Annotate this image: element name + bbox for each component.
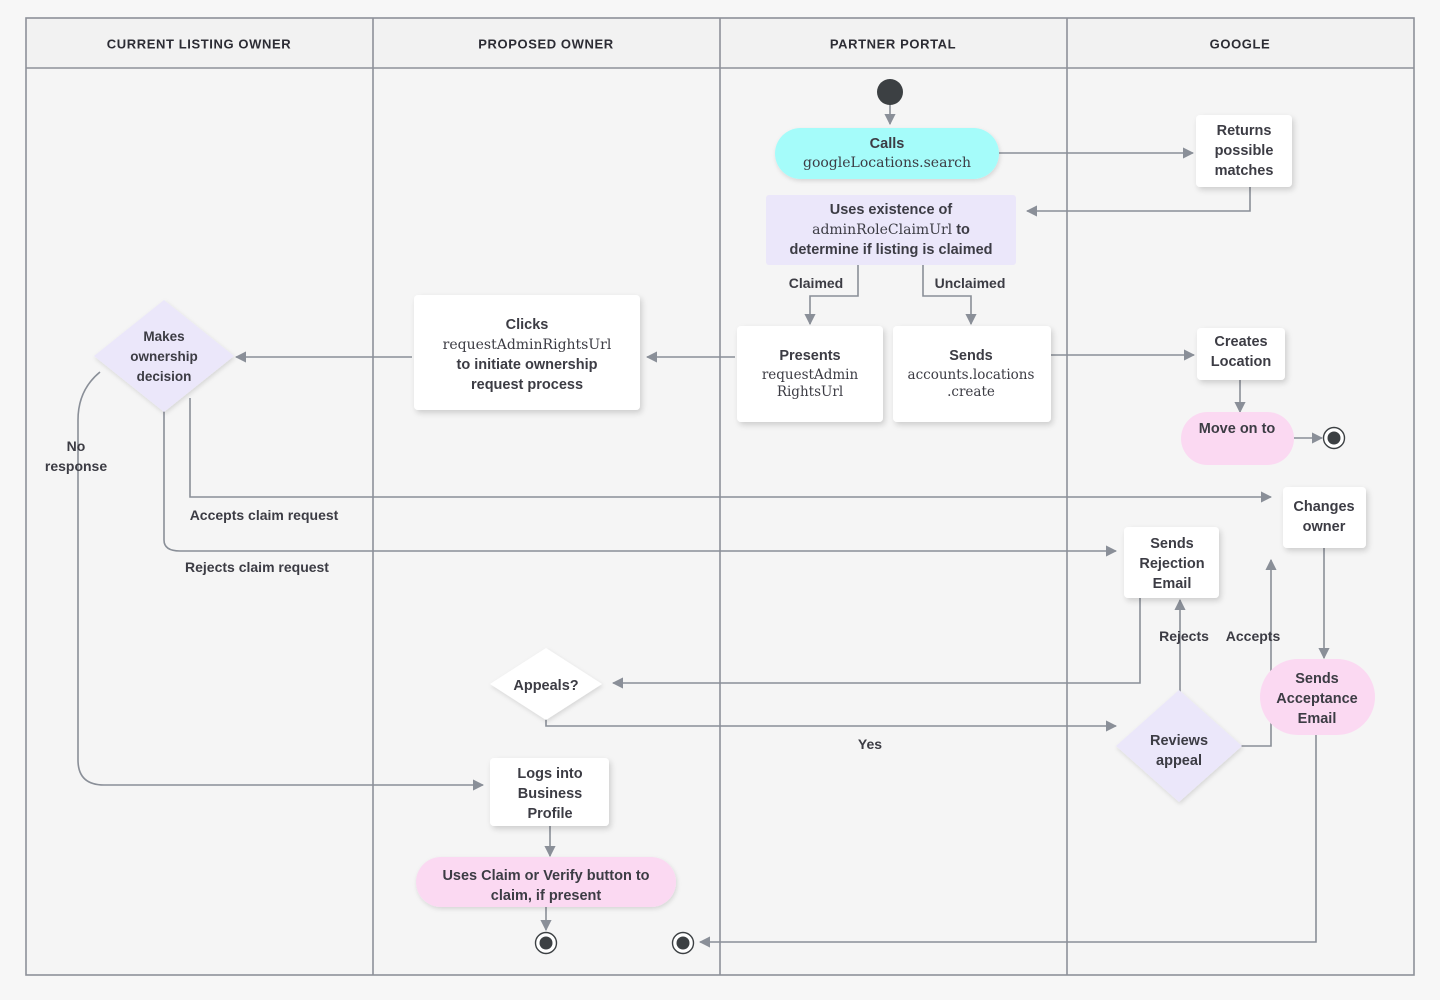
edge-label-claimed: Claimed [789, 275, 843, 291]
node-label: Appeals? [513, 678, 578, 694]
node-line-1: Creates [1214, 334, 1267, 350]
node-line-1: Uses Claim or Verify button to [442, 868, 649, 884]
node-line-2: adminRoleClaimUrl to [812, 222, 970, 238]
end-node-proposed-owner [534, 931, 558, 955]
node-line-1: Uses existence of [830, 202, 953, 218]
node-line-2: accounts.locations [908, 367, 1035, 383]
node-line-3: determine if listing is claimed [789, 242, 992, 258]
start-node [877, 79, 903, 105]
edge-decision-no-response [77, 371, 485, 791]
node-line-2: Business [518, 786, 582, 802]
lane-label: PARTNER PORTAL [830, 36, 956, 51]
node-line-2: Rejection [1139, 556, 1204, 572]
edge-label-accepts-claim: Accepts claim request [190, 507, 339, 523]
lane-header-proposed-owner: PROPOSED OWNER [478, 36, 614, 51]
edge-label-unclaimed: Unclaimed [935, 275, 1006, 291]
edge-decision-rejects [163, 398, 1118, 557]
node-sends-rejection-email[interactable]: Sends Rejection Email [1124, 527, 1219, 598]
node-line-2: googleLocations.search [803, 155, 971, 171]
node-line-1: Calls [870, 136, 905, 152]
lane-label: GOOGLE [1210, 36, 1271, 51]
node-uses-existence-adminroleclaimurl[interactable]: Uses existence of adminRoleClaimUrl to d… [766, 195, 1016, 265]
edge-acceptance-to-end [698, 735, 1317, 948]
node-sends-accounts-locations-create[interactable]: Sends accounts.locations .create [893, 326, 1051, 422]
node-line-2: claim, if present [491, 888, 602, 904]
node-line-1: Makes [143, 329, 184, 344]
node-line-3: matches [1215, 163, 1274, 179]
node-line-2: Location [1211, 354, 1271, 370]
node-line-3: Profile [527, 806, 572, 822]
node-line-1: Logs into [517, 766, 582, 782]
node-clicks-requestadminrightsurl[interactable]: Clicks requestAdminRightsUrl to initiate… [414, 295, 640, 410]
node-line-2: requestAdmin [762, 367, 859, 383]
node-line-1: Reviews [1150, 733, 1208, 749]
edge-labels: Claimed Unclaimed No response Accepts cl… [45, 275, 1281, 752]
node-creates-location[interactable]: Creates Location [1197, 328, 1285, 380]
node-line-2: possible [1215, 143, 1274, 159]
node-logs-into-business-profile[interactable]: Logs into Business Profile [490, 758, 609, 826]
node-calls-googlelocations-search[interactable]: Calls googleLocations.search [775, 128, 999, 179]
edge-label-rejects: Rejects [1159, 628, 1209, 644]
node-line-1: Sends [1150, 536, 1194, 552]
lane-header-current-listing-owner: CURRENT LISTING OWNER [107, 36, 291, 51]
node-appeals-decision[interactable]: Appeals? [490, 648, 602, 720]
edge-uses-claimed [804, 265, 859, 326]
edge-label-accepts: Accepts [1226, 628, 1281, 644]
edges [77, 104, 1330, 948]
edge-label-rejects-claim: Rejects claim request [185, 559, 329, 575]
node-line-3: to initiate ownership [457, 357, 598, 373]
node-line-2: owner [1303, 519, 1346, 535]
edge-label-no-response-line1: No [67, 438, 86, 454]
node-line-2-tail: to [952, 222, 970, 238]
edge-returns-to-uses [1025, 187, 1251, 217]
node-line-2-mono: adminRoleClaimUrl [812, 222, 953, 238]
node-line-1: Presents [779, 348, 840, 364]
lane-label: CURRENT LISTING OWNER [107, 36, 291, 51]
node-makes-ownership-decision[interactable]: Makes ownership decision [94, 300, 234, 412]
node-line-2: Acceptance [1276, 691, 1357, 707]
node-uses-claim-or-verify-button[interactable]: Uses Claim or Verify button to claim, if… [416, 857, 676, 907]
node-label: Move on to [1199, 421, 1276, 437]
node-returns-possible-matches[interactable]: Returns possible matches [1196, 115, 1292, 187]
edge-rejection-to-appeals [611, 598, 1141, 689]
node-presents-requestadminrightsurl[interactable]: Presents requestAdmin RightsUrl [737, 326, 883, 422]
node-line-2: appeal [1156, 753, 1202, 769]
node-line-3: decision [137, 369, 192, 384]
edge-uses-unclaimed [922, 265, 977, 326]
edge-label-no-response-line2: response [45, 458, 107, 474]
node-changes-owner[interactable]: Changes owner [1283, 487, 1366, 548]
node-line-3: .create [947, 384, 995, 400]
edge-decision-accepts [189, 398, 1273, 503]
end-node-google [1322, 426, 1346, 450]
lane-label: PROPOSED OWNER [478, 36, 614, 51]
node-line-1: Returns [1217, 123, 1272, 139]
node-sends-acceptance-email[interactable]: Sends Acceptance Email [1260, 659, 1375, 735]
node-line-2: ownership [130, 349, 198, 364]
edge-label-yes: Yes [858, 736, 882, 752]
lane-header-google: GOOGLE [1210, 36, 1271, 51]
node-reviews-appeal[interactable]: Reviews appeal [1116, 690, 1242, 802]
node-line-4: request process [471, 377, 583, 393]
end-node-partner-portal [671, 931, 695, 955]
node-line-1: Sends [1295, 671, 1339, 687]
node-line-1: Clicks [506, 317, 549, 333]
node-line-3: Email [1153, 576, 1192, 592]
node-line-2: requestAdminRightsUrl [443, 337, 612, 353]
node-line-1: Changes [1293, 499, 1354, 515]
node-line-1: Sends [949, 348, 993, 364]
node-move-on-to[interactable]: Move on to [1181, 412, 1294, 465]
node-line-3: Email [1298, 711, 1337, 727]
node-line-3: RightsUrl [777, 384, 843, 400]
lane-header-partner-portal: PARTNER PORTAL [830, 36, 956, 51]
